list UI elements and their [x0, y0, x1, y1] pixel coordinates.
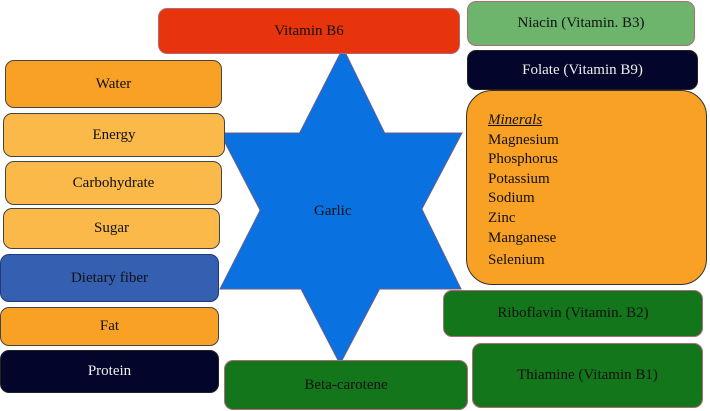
dietary-fiber-box: Dietary fiber — [0, 254, 219, 302]
niacin-box: Niacin (Vitamin. B3) — [467, 1, 695, 46]
folate-box: Folate (Vitamin B9) — [467, 50, 698, 90]
mineral-item: Potassium — [488, 170, 550, 187]
mineral-item: Selenium — [488, 252, 545, 269]
beta-carotene-box: Beta-carotene — [224, 360, 468, 410]
minerals-box: Minerals Magnesium Phosphorus Potassium … — [466, 90, 707, 285]
mineral-item: Magnesium — [488, 131, 559, 148]
riboflavin-box: Riboflavin (Vitamin. B2) — [443, 290, 703, 337]
center-label: Garlic — [314, 203, 352, 219]
thiamine-box: Thiamine (Vitamin B1) — [472, 343, 703, 408]
water-box: Water — [5, 60, 222, 108]
mineral-item: Zinc — [488, 209, 516, 226]
mineral-item: Phosphorus — [488, 151, 559, 168]
protein-box: Protein — [0, 350, 219, 393]
energy-box: Energy — [3, 113, 225, 157]
minerals-title: Minerals — [488, 112, 543, 128]
vitamin-b6-box: Vitamin B6 — [158, 8, 460, 54]
carbohydrate-box: Carbohydrate — [5, 161, 222, 205]
fat-box: Fat — [0, 307, 219, 346]
mineral-item: Manganese — [488, 229, 557, 246]
sugar-box: Sugar — [3, 208, 220, 249]
mineral-item: Sodium — [488, 190, 535, 207]
